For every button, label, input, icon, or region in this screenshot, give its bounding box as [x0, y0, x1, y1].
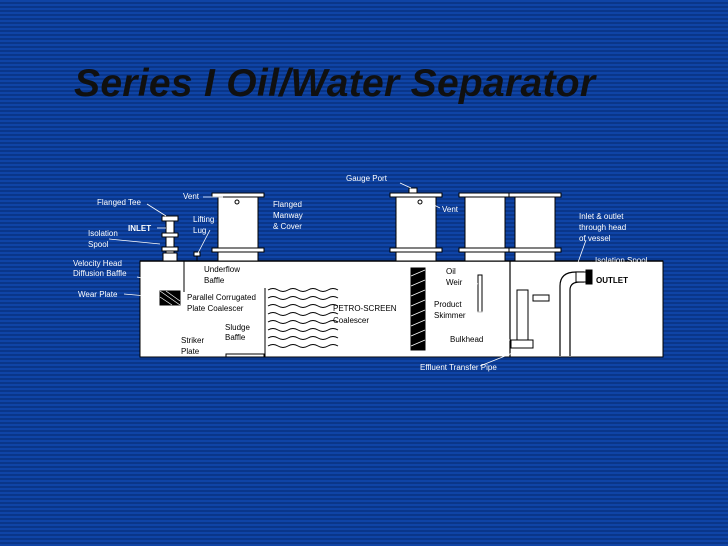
label-sludge-baffle-1: Sludge — [225, 323, 250, 332]
label-striker-plate-2: Plate — [181, 347, 200, 356]
label-parallel-coalescer-1: Parallel Corrugated — [187, 293, 256, 302]
label-isolation-spool-right: Isolation Spool — [595, 256, 648, 265]
label-product-skimmer-2: Skimmer — [434, 311, 466, 320]
label-underflow-baffle-1: Underflow — [204, 265, 240, 274]
striker-plate — [225, 353, 265, 358]
label-parallel-coalescer-2: Plate Coalescer — [187, 304, 244, 313]
label-inlet-outlet-note-1: Inlet & outlet — [579, 212, 624, 221]
label-vent-right: Vent — [442, 205, 459, 214]
label-gauge-port: Gauge Port — [346, 174, 388, 183]
label-velocity-head-2: Diffusion Baffle — [73, 269, 127, 278]
label-oil-weir-1: Oil — [446, 267, 456, 276]
outlet-pipe — [559, 269, 593, 356]
label-flanged-manway-3: & Cover — [273, 222, 302, 231]
label-striker-plate-1: Striker — [181, 336, 204, 345]
label-underflow-baffle-2: Baffle — [204, 276, 225, 285]
label-vent-left: Vent — [183, 192, 200, 201]
label-gravity-discharge-1: Gravity — [579, 296, 604, 305]
vent-riser-left — [193, 251, 201, 261]
manway-4 — [508, 192, 562, 262]
label-flanged-manway-1: Flanged — [273, 200, 302, 209]
label-lifting-lug-1: Lifting — [193, 215, 214, 224]
label-inlet-outlet-note-3: of vessel — [579, 234, 611, 243]
label-trademark: TM — [401, 304, 410, 310]
label-gravity-discharge-4: shown — [579, 329, 602, 338]
label-lifting-lug-2: Lug — [193, 226, 206, 235]
manway-1 — [211, 192, 265, 262]
label-oil-weir-2: Weir — [446, 278, 463, 287]
label-flanged-manway-2: Manway — [273, 211, 303, 220]
oil-weir — [477, 274, 483, 313]
label-petro-screen-1: PETRO-SCREEN — [333, 304, 397, 313]
plate-coalescer — [267, 288, 339, 348]
label-isolation-spool-left-1: Isolation — [88, 229, 118, 238]
label-inlet-outlet-note-2: through head — [579, 223, 626, 232]
label-sludge-baffle-2: Baffle — [225, 333, 246, 342]
label-inlet: INLET — [128, 224, 151, 233]
label-gravity-discharge-3: option — [579, 318, 601, 327]
inlet-stub — [162, 252, 178, 262]
label-flanged-tee: Flanged Tee — [97, 198, 141, 207]
manway-2 — [389, 187, 443, 262]
slide-title: Series I Oil/Water Separator — [74, 62, 596, 105]
label-petro-screen-2: Coalescer — [333, 316, 369, 325]
label-isolation-spool-left-2: Spool — [88, 240, 109, 249]
label-product-skimmer-1: Product — [434, 300, 462, 309]
label-bulkhead: Bulkhead — [450, 335, 483, 344]
effluent-transfer-pipe — [510, 289, 550, 349]
petro-screen-coalescer — [410, 267, 426, 351]
label-gravity-discharge-2: discharge — [579, 307, 614, 316]
label-outlet: OUTLET — [596, 276, 628, 285]
manway-3 — [458, 192, 512, 262]
label-velocity-head-1: Velocity Head — [73, 259, 122, 268]
label-wear-plate: Wear Plate — [78, 290, 118, 299]
leader-lines — [108, 182, 593, 367]
label-effluent-transfer: Effluent Transfer Pipe — [420, 363, 497, 372]
